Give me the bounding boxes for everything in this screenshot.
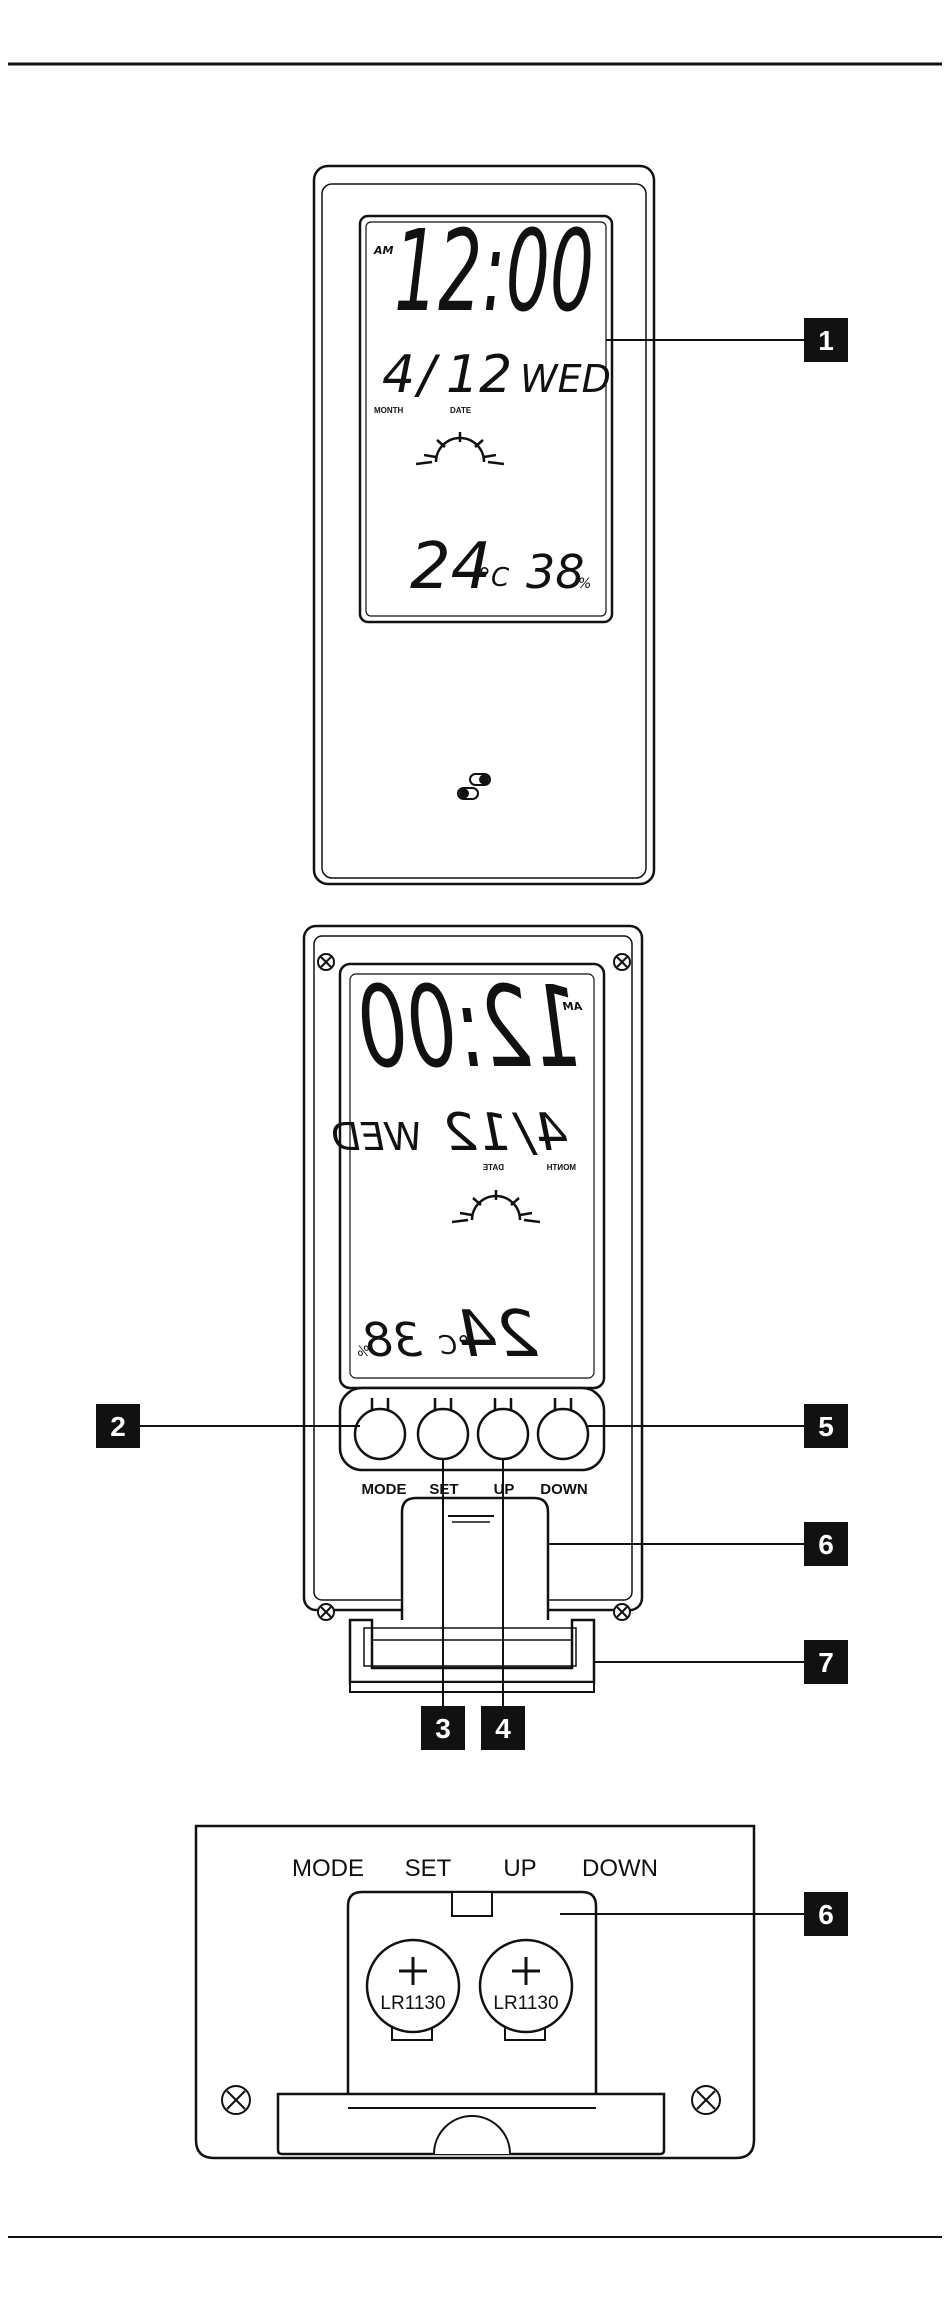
back-month-label: MONTH — [546, 1163, 576, 1172]
door-latch[interactable] — [451, 1891, 493, 1917]
battery-cell-2 — [478, 1938, 574, 2041]
callout-5-badge — [804, 1404, 848, 1448]
front-month: 4 — [382, 345, 415, 405]
back-date: 12 — [444, 1103, 510, 1163]
detail-label-set: SET — [405, 1855, 452, 1882]
screw-icon — [317, 953, 631, 1621]
stand[interactable] — [348, 1618, 596, 1693]
front-date-label: DATE — [450, 406, 472, 415]
battery-door[interactable] — [400, 1496, 550, 1620]
back-month: 4 — [535, 1103, 568, 1163]
back-date-label: DATE — [482, 1163, 504, 1172]
mode-button[interactable] — [353, 1398, 407, 1461]
detail-label-mode: MODE — [292, 1855, 364, 1882]
button-row — [353, 1398, 590, 1461]
callout-3-number: 3 — [435, 1713, 451, 1744]
front-view: AM 12:00 4 / 12 WED MONTH DATE 24 °C 38 … — [312, 164, 848, 886]
back-temperature: 24 — [457, 1298, 538, 1372]
front-temperature: 24 — [410, 530, 491, 604]
front-lcd — [358, 214, 614, 624]
front-time: 12:00 — [394, 207, 594, 337]
back-temp-unit: °C — [438, 1331, 470, 1361]
mirrored-display: AM 12:00 4 / 12 WED MONTH DATE 24 °C 38 … — [331, 963, 583, 1372]
down-button[interactable] — [536, 1398, 590, 1461]
back-view: AM 12:00 4 / 12 WED MONTH DATE 24 °C 38 … — [96, 924, 848, 1750]
callout-1-number: 1 — [818, 325, 834, 356]
callout-2-badge — [96, 1404, 140, 1448]
callout-3-badge — [421, 1706, 465, 1750]
callout-1-badge — [804, 318, 848, 362]
back-sun-icon — [451, 1190, 541, 1224]
front-weekday: WED — [520, 357, 611, 401]
front-month-label: MONTH — [374, 406, 404, 415]
front-ampm: AM — [373, 244, 394, 257]
detail-screw-icon — [221, 2085, 721, 2115]
detail-label-up: UP — [503, 1855, 536, 1882]
callout-6b-number: 6 — [818, 1899, 834, 1930]
stand-thumb-notch — [433, 2115, 511, 2155]
callout-4-number: 4 — [495, 1713, 511, 1744]
battery-label-2: LR1130 — [493, 1993, 558, 2014]
callout-4-badge — [481, 1706, 525, 1750]
battery-detail: MODE SET UP DOWN LR1130 LR1130 6 — [194, 1824, 848, 2160]
callout-6b-badge — [804, 1892, 848, 1936]
front-humidity: 38 — [526, 545, 585, 599]
back-label-down: DOWN — [540, 1481, 588, 1498]
back-weekday: WED — [331, 1115, 422, 1159]
front-date: 12 — [446, 345, 512, 405]
front-humidity-unit: % — [578, 576, 591, 592]
back-time: 12:00 — [358, 963, 580, 1093]
callout-6-badge — [804, 1522, 848, 1566]
back-label-mode: MODE — [362, 1481, 407, 1498]
callout-7-badge — [804, 1640, 848, 1684]
callout-5-number: 5 — [818, 1411, 834, 1442]
sun-icon — [415, 432, 505, 466]
sensor-indicator-icon — [457, 773, 491, 800]
detail-label-down: DOWN — [582, 1855, 658, 1882]
callout-7-number: 7 — [818, 1647, 834, 1678]
callout-6-number: 6 — [818, 1529, 834, 1560]
callout-2-number: 2 — [110, 1411, 126, 1442]
front-temp-unit: °C — [478, 563, 510, 593]
back-ampm: AM — [562, 1000, 583, 1013]
back-humidity: 38 — [363, 1313, 422, 1367]
battery-cell-1 — [365, 1938, 461, 2041]
battery-label-1: LR1130 — [380, 1993, 445, 2014]
back-humidity-unit: % — [357, 1344, 370, 1360]
button-bar — [338, 1386, 606, 1472]
